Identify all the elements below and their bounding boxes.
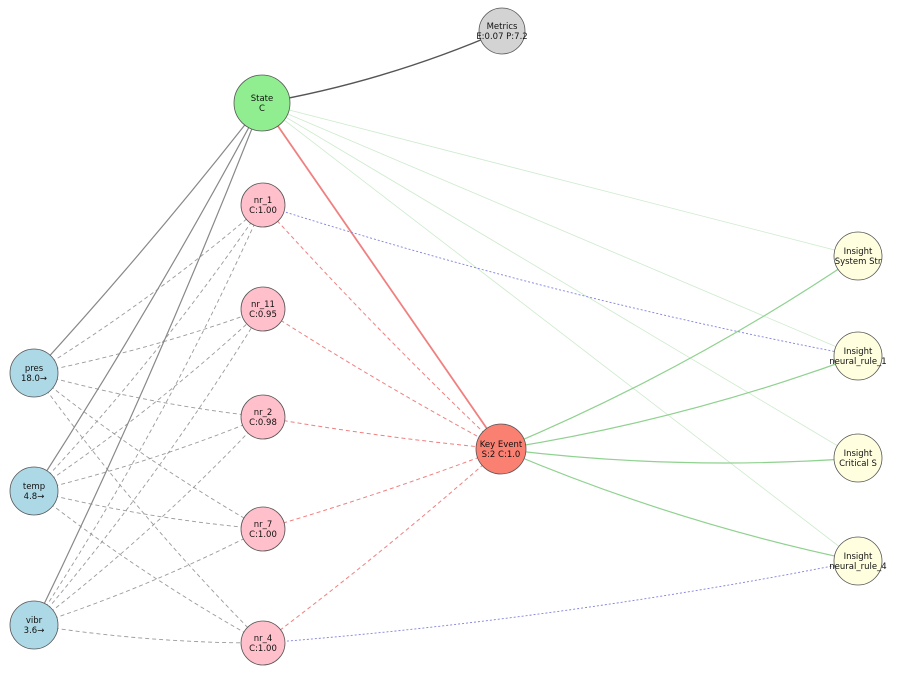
node-label-temp: temp — [23, 482, 45, 492]
node-circle-vibr — [9, 600, 59, 650]
node-circle-temp — [9, 466, 59, 516]
node-sublabel-ins_3: Critical S — [839, 459, 877, 469]
edges-layer — [33, 30, 859, 644]
node-sublabel-nr_1: C:1.00 — [249, 206, 277, 216]
node-label-nr_1: nr_1 — [254, 196, 273, 206]
edge-nr_4-to-event — [262, 448, 502, 644]
edge-state-to-ins_1 — [261, 102, 859, 257]
edge-vibr-to-nr_7 — [33, 528, 264, 626]
node-circle-metrics — [478, 7, 526, 55]
node-nr_4[interactable]: nr_4C:1.00 — [240, 620, 286, 666]
node-sublabel-metrics: E:0.07 P:7.2 — [476, 32, 527, 42]
edge-pres-to-nr_2 — [33, 372, 264, 418]
edge-nr_4-to-ins_4 — [262, 560, 859, 644]
edge-temp-to-nr_1 — [33, 204, 264, 492]
edge-state-to-ins_4 — [261, 102, 859, 562]
node-nr_2[interactable]: nr_2C:0.98 — [240, 394, 286, 440]
node-label-metrics: Metrics — [487, 22, 518, 32]
node-sublabel-pres: 18.0→ — [21, 374, 47, 384]
edge-pres-to-nr_11 — [33, 308, 264, 374]
node-circle-nr_1 — [240, 182, 286, 228]
node-circle-nr_4 — [240, 620, 286, 666]
edge-nr_11-to-event — [262, 308, 502, 450]
node-circle-ins_3 — [833, 433, 883, 483]
node-sublabel-nr_11: C:0.95 — [249, 310, 277, 320]
edge-nr_1-to-event — [262, 204, 502, 450]
edge-state-to-ins_2 — [261, 102, 859, 357]
edge-event-to-ins_1 — [500, 255, 859, 450]
edge-state-to-metrics — [261, 30, 503, 104]
edge-temp-to-nr_4 — [33, 490, 264, 644]
edge-temp-to-nr_7 — [33, 490, 264, 530]
edge-temp-to-nr_11 — [33, 308, 264, 492]
node-circle-ins_2 — [833, 331, 883, 381]
node-label-ins_2: Insight — [844, 347, 873, 357]
node-label-vibr: vibr — [26, 616, 43, 626]
edge-event-to-ins_3 — [500, 448, 859, 464]
edge-event-to-ins_2 — [500, 355, 859, 450]
edge-state-to-ins_3 — [261, 102, 859, 459]
edge-nr_7-to-event — [262, 448, 502, 530]
node-sublabel-temp: 4.8→ — [24, 492, 45, 502]
node-label-nr_7: nr_7 — [254, 520, 273, 530]
node-circle-state — [233, 74, 291, 132]
node-sublabel-nr_4: C:1.00 — [249, 644, 277, 654]
node-sublabel-state: C — [259, 104, 265, 114]
node-label-pres: pres — [25, 364, 44, 374]
node-circle-nr_7 — [240, 506, 286, 552]
node-nr_11[interactable]: nr_11C:0.95 — [240, 286, 286, 332]
edge-vibr-to-nr_1 — [33, 204, 264, 626]
node-label-nr_11: nr_11 — [251, 300, 275, 310]
edge-nr_1-to-ins_2 — [262, 204, 859, 357]
node-label-state: State — [251, 94, 274, 104]
node-label-ins_3: Insight — [844, 449, 873, 459]
node-circle-nr_11 — [240, 286, 286, 332]
edge-nr_2-to-event — [262, 416, 502, 450]
node-sublabel-nr_2: C:0.98 — [249, 418, 277, 428]
node-sublabel-nr_7: C:1.00 — [249, 530, 277, 540]
node-circle-nr_2 — [240, 394, 286, 440]
node-sublabel-vibr: 3.6→ — [24, 626, 45, 636]
edge-pres-to-nr_1 — [33, 204, 264, 374]
node-sublabel-ins_2: neural_rule_1 — [829, 357, 886, 367]
node-sublabel-event: S:2 C:1.0 — [482, 450, 521, 460]
edge-vibr-to-state — [33, 102, 263, 626]
node-sublabel-ins_4: neural_rule_4 — [829, 562, 886, 572]
node-label-nr_2: nr_2 — [254, 408, 273, 418]
edge-event-to-ins_4 — [500, 448, 859, 562]
node-label-ins_1: Insight — [844, 247, 873, 257]
edge-state-to-event — [261, 102, 502, 450]
node-nr_7[interactable]: nr_7C:1.00 — [240, 506, 286, 552]
node-circle-pres — [9, 348, 59, 398]
node-sublabel-ins_1: System Str — [835, 257, 882, 267]
edge-vibr-to-nr_4 — [33, 624, 264, 644]
node-label-event: Key Event — [480, 440, 523, 450]
node-circle-ins_1 — [833, 231, 883, 281]
node-label-ins_4: Insight — [844, 552, 873, 562]
edge-vibr-to-nr_11 — [33, 308, 264, 626]
edge-temp-to-nr_2 — [33, 416, 264, 492]
node-circle-ins_4 — [833, 536, 883, 586]
node-nr_1[interactable]: nr_1C:1.00 — [240, 182, 286, 228]
edge-pres-to-state — [33, 102, 263, 374]
edge-pres-to-nr_4 — [33, 372, 264, 644]
edge-temp-to-state — [33, 102, 263, 492]
node-circle-event — [475, 423, 527, 475]
edge-pres-to-nr_7 — [33, 372, 264, 530]
node-label-nr_4: nr_4 — [254, 634, 273, 644]
edge-vibr-to-nr_2 — [33, 416, 264, 626]
